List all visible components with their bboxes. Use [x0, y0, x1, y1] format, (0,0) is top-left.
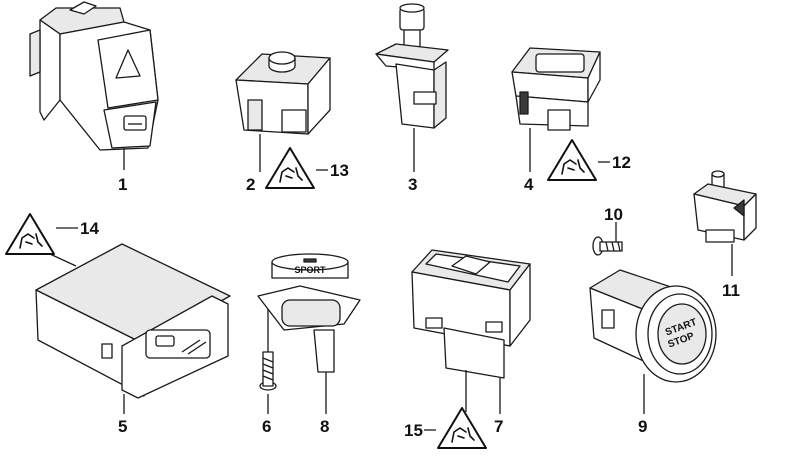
- callout-11: 11: [722, 281, 740, 300]
- callout-5: 5: [118, 417, 127, 436]
- callout-14: 14: [80, 219, 99, 238]
- esd-warning-triangle-icon: [437, 407, 487, 449]
- part-10-screw: [592, 236, 623, 256]
- leader-14-part: [49, 253, 77, 267]
- callout-2: 2: [246, 175, 255, 194]
- part-3-plunger-switch: [375, 3, 449, 129]
- boot-key-icon: [123, 115, 147, 131]
- callout-10: 10: [604, 205, 623, 224]
- part-6-screw: [259, 351, 277, 391]
- part-9-start-stop-button: START STOP: [589, 269, 717, 383]
- hazard-triangle-icon: [115, 49, 141, 79]
- callout-3: 3: [408, 175, 417, 194]
- callout-12: 12: [612, 153, 631, 172]
- esd-warning-triangle-icon: [265, 147, 315, 189]
- part-5-seat-heat-switch: [35, 243, 231, 399]
- part-4-boot-switch: [511, 47, 601, 131]
- callout-13: 13: [330, 161, 349, 180]
- callout-15: 15: [404, 421, 423, 440]
- callout-9: 9: [638, 417, 647, 436]
- trunk-lid-icon: [535, 53, 585, 73]
- trunk-lid-icon: [451, 255, 491, 275]
- esd-warning-triangle-icon: [547, 139, 597, 181]
- sport-label: SPORT: [294, 265, 326, 275]
- callout-6: 6: [262, 417, 271, 436]
- part-7-boot-button: [411, 249, 531, 379]
- callout-8: 8: [320, 417, 329, 436]
- seat-heating-icon: [155, 335, 207, 355]
- part-11-small-switch: [693, 170, 757, 243]
- callout-1: 1: [118, 175, 127, 194]
- callout-4: 4: [524, 175, 534, 194]
- callout-7: 7: [494, 417, 503, 436]
- esd-warning-triangle-icon: [5, 213, 55, 255]
- part-2-roller-switch: [235, 51, 331, 135]
- part-8-sport-button: SPORT: [257, 253, 361, 373]
- part-1-hazard-switch: [29, 1, 159, 151]
